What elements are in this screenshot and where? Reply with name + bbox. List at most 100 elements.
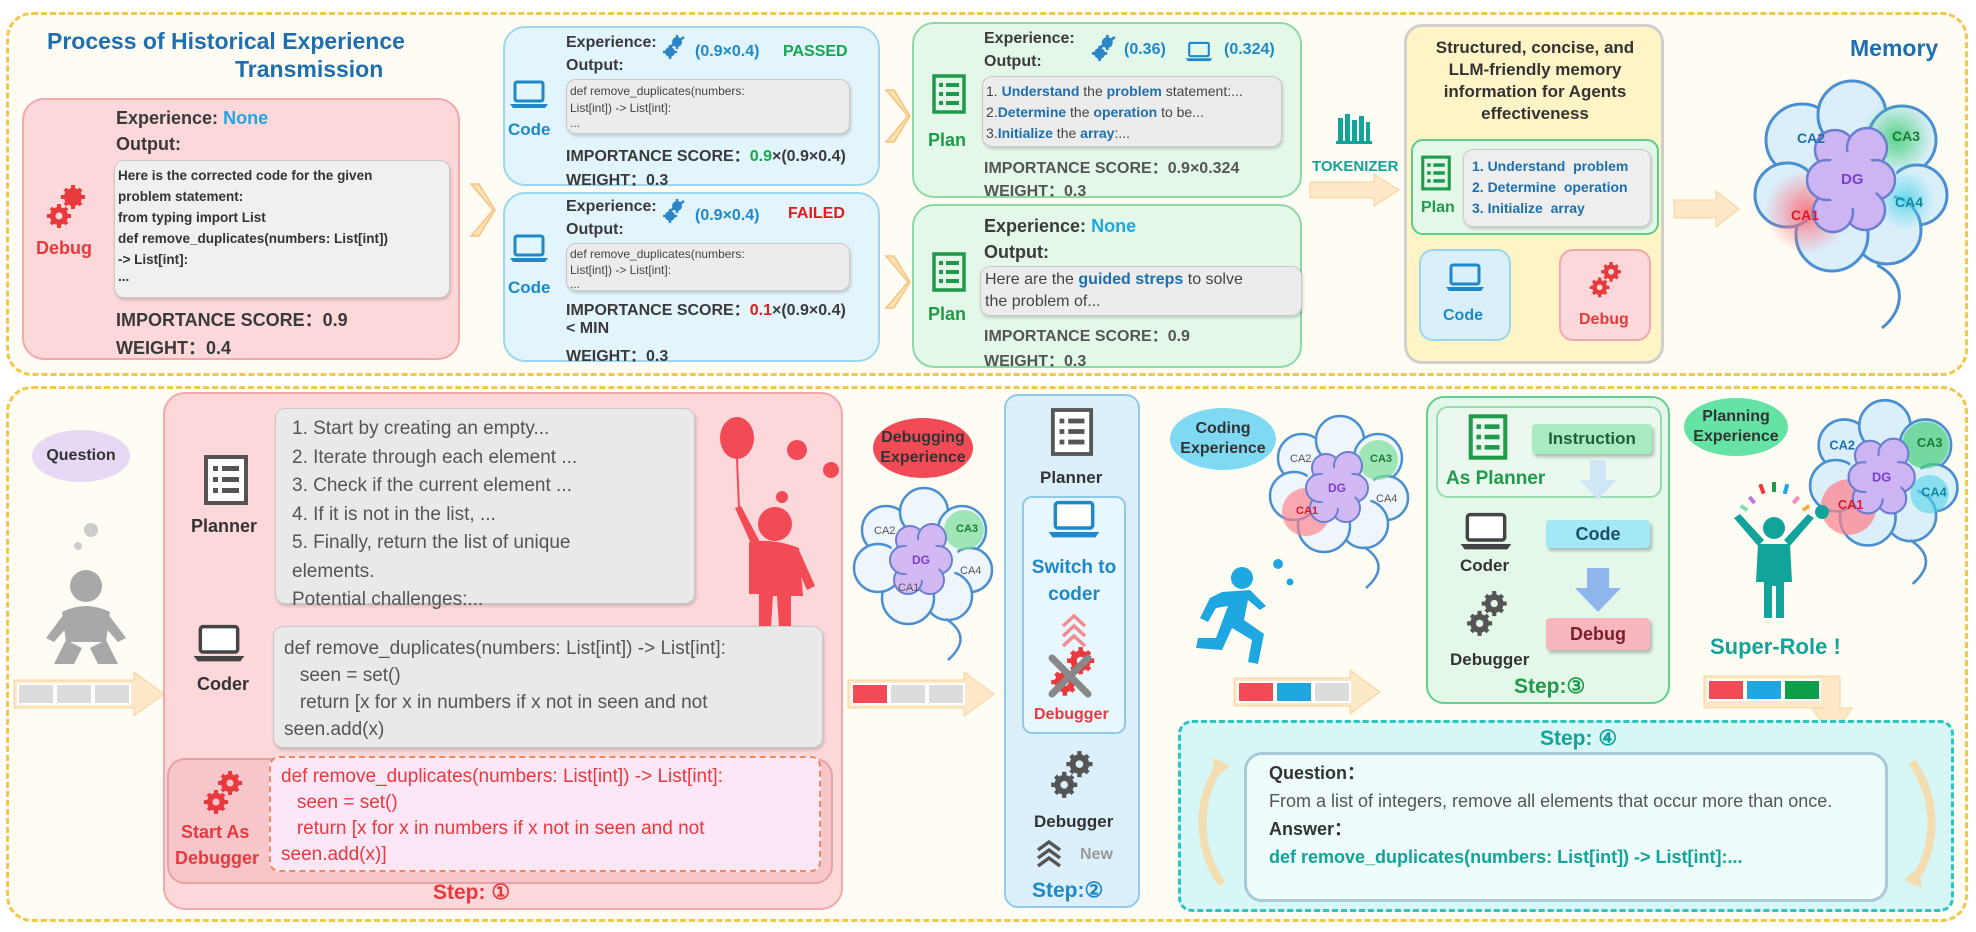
code-passed-status: PASSED (783, 43, 848, 60)
coding-experience-bubble: Coding Experience (1170, 408, 1276, 470)
cloud-ca3-label: CA3 (1370, 453, 1392, 465)
cloud-ca3-label: CA3 (1892, 128, 1920, 144)
thought-dot (74, 542, 82, 550)
plan-b-text: to solve (1183, 271, 1243, 288)
step3-code-label: Code (1575, 524, 1621, 544)
instruction-box: Instruction (1532, 424, 1652, 454)
step1-coder-box: def remove_duplicates(numbers: List[int]… (273, 626, 823, 748)
coder-code-line: return [x for x in numbers if x not in s… (284, 692, 708, 713)
plan-document-icon (932, 252, 966, 292)
debug-experience-value: None (223, 108, 269, 128)
debug-experience-key-text: Experience: (116, 108, 219, 128)
debug-experience-card: Debug Experience: None Output: Here is t… (22, 98, 460, 360)
coder-code-line: seen.add(x) (284, 719, 385, 740)
planner-step-line: 4. If it is not in the list, ... (292, 503, 496, 525)
chevron-right-icon (884, 89, 911, 143)
cloud-ca2-label: CA2 (1290, 453, 1311, 465)
code-passed-icon-label: Code (508, 120, 551, 139)
step3-debugger-label: Debugger (1450, 650, 1530, 669)
tokenizer-label: TOKENIZER (1312, 158, 1399, 175)
step4-question-text: From a list of integers, remove all elem… (1269, 791, 1833, 811)
planning-experience-bubble: Planning Experience (1684, 398, 1788, 456)
memory-plan-item: 1. Understand problem (1472, 158, 1629, 174)
code-output-line: def remove_duplicates(numbers: (570, 247, 745, 261)
coder-code-line: def remove_duplicates(numbers: List[int]… (284, 638, 726, 659)
close-icon (1048, 654, 1092, 698)
debug-code-line: seen = set() (281, 792, 398, 813)
plan-a-text: :... (1114, 125, 1130, 141)
code-failed-importance-prefix: IMPORTANCE SCORE： (566, 302, 750, 319)
step2-switch-label: Switch to coder (1031, 557, 1117, 605)
plan-b-output-key: Output: (984, 242, 1049, 262)
plan-a-line: 3.Initialize the array:... (986, 123, 1281, 144)
plan-b-experience: Experience: None (984, 216, 1136, 237)
cloud-ca2-label: CA2 (1797, 130, 1825, 146)
plan-b-output-box: Here are the guided streps to solve the … (980, 266, 1302, 316)
code-failed-card: Code Experience: (0.9×0.4) FAILED Output… (503, 192, 880, 365)
debug-output-key: Output: (116, 134, 181, 154)
step3-label: Step:③ (1514, 675, 1586, 698)
cloud-ca4-label: CA4 (1921, 484, 1947, 499)
laptop-icon (193, 624, 245, 662)
plan-a-line-number: 3. (986, 125, 998, 141)
laptop-icon (510, 234, 548, 262)
step3-code-box: Code (1546, 520, 1650, 548)
baby-icon (46, 570, 126, 664)
cloud-ca3-label: CA3 (1917, 435, 1943, 450)
plan-a-text: the (1066, 104, 1094, 120)
step2-label: Step:② (1032, 879, 1104, 902)
planner-step-line: 3. Check if the current element ... (292, 475, 572, 496)
step4-question-key: Question： (1269, 763, 1366, 783)
gear-icon (1467, 591, 1507, 636)
laptop-icon (1446, 263, 1484, 291)
top-title-line2: Transmission (235, 56, 384, 82)
cloud-ca2-label: CA2 (1829, 437, 1855, 452)
cloud-dg-label: DG (1872, 469, 1891, 484)
plan-b-icon-label: Plan (928, 304, 967, 324)
person-with-balloon-icon (720, 417, 815, 626)
plan-b-line: Here are the guided streps to solve (985, 269, 1301, 291)
code-output-line: def remove_duplicates(numbers: (570, 84, 745, 98)
code-output-line: ... (570, 116, 581, 130)
plan-a-importance: IMPORTANCE SCORE：0.9×0.324 (984, 160, 1240, 177)
memory-label: Memory (1850, 35, 1939, 61)
plan-a-text: to be... (1157, 104, 1204, 120)
debug-output-line: Here is the corrected code for the given (118, 168, 373, 183)
plan-a-keyword: Understand (1001, 83, 1080, 99)
memory-plan-item: 3. Initialize array (1472, 200, 1585, 216)
step2-debugger-red-label: Debugger (1034, 706, 1109, 723)
debug-code-line: seen.add(x)] (281, 844, 387, 865)
plan-a-value-2: (0.324) (1224, 41, 1275, 58)
memory-card-title: Structured, concise, and LLM-friendly me… (1435, 38, 1635, 123)
chevron-right-icon (884, 255, 911, 309)
code-output-line: List[int]) -> List[int]: (570, 101, 672, 115)
cloud-ca1-label: CA1 (1838, 497, 1864, 512)
plan-a-weight: WEIGHT：0.3 (984, 183, 1087, 200)
debug-output-line: -> List[int]: (118, 252, 189, 267)
plan-a-keyword: Determine (997, 104, 1067, 120)
debug-icon-label: Debug (36, 238, 92, 258)
planner-document-icon (204, 455, 248, 505)
code-passed-formula: (0.9×0.4) (695, 43, 760, 60)
memory-summary-card: Structured, concise, and LLM-friendly me… (1404, 24, 1664, 364)
planner-step-line: 5. Finally, return the list of unique (292, 532, 571, 553)
debugging-experience-text: Debugging Experience (880, 429, 966, 466)
step2-debugger-label: Debugger (1034, 812, 1114, 831)
memory-plan-list: 1. Understand problem 2. Determine opera… (1463, 149, 1651, 227)
memory-code-label: Code (1443, 307, 1483, 324)
chevron-up-icon (1036, 839, 1062, 868)
top-title-line1: Process of Historical Experience (47, 28, 405, 54)
cloud-ca1-label: CA1 (1791, 207, 1819, 223)
thought-dot (823, 462, 839, 478)
arrow-right-icon (1309, 173, 1400, 207)
super-role-label: Super-Role ! (1710, 634, 1841, 659)
code-failed-output-key: Output: (566, 221, 624, 238)
laptop-icon (510, 80, 548, 108)
plan-b-importance: IMPORTANCE SCORE：0.9 (984, 328, 1190, 345)
code-passed-importance-num: 0.9 (749, 148, 772, 165)
question-bubble: Question (32, 430, 130, 482)
plan-a-keyword: Initialize (997, 125, 1053, 141)
code-failed-min: < MIN (566, 320, 610, 337)
code-failed-importance: IMPORTANCE SCORE：0.1×(0.9×0.4) (566, 296, 846, 320)
code-failed-icon-label: Code (508, 278, 551, 297)
